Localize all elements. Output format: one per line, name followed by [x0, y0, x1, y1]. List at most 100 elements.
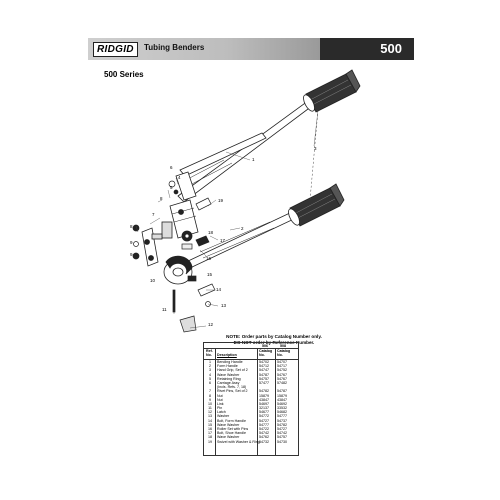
row-catalog-b: 54737 [277, 418, 287, 423]
row-ref: 3 [209, 368, 211, 373]
row-ref: 1 [209, 360, 211, 364]
header-bar: RIDGID Tubing Benders 500 [88, 38, 414, 60]
table-divider [215, 348, 216, 455]
order-note-line1: NOTE: Order parts by Catalog Number only… [226, 334, 322, 339]
row-catalog-b: 54682 [277, 410, 287, 415]
callout-14: 14 [216, 287, 222, 292]
row-description: Bolt, Form Handle [217, 418, 246, 423]
row-ref: 18 [208, 435, 212, 440]
row-ref: 8 [209, 393, 211, 398]
ridgid-logo: RIDGID [93, 42, 138, 57]
row-catalog-b: 54742 [277, 431, 287, 436]
row-description: Swivel with Washer & Ring [217, 439, 260, 444]
callout-7: 7 [152, 212, 155, 217]
row-catalog-b: 54767 [277, 372, 287, 377]
row-ref: 6 [209, 380, 211, 385]
row-catalog-a: 54732 [259, 439, 269, 444]
row-description: Bending Handle [217, 360, 243, 364]
row-catalog-b: 54692 [277, 401, 287, 406]
row-catalog-a: 54757 [259, 376, 269, 381]
row-description: Retaining Ring [217, 376, 241, 381]
row-ref: 17 [208, 431, 212, 436]
row-description: Link [217, 401, 224, 406]
row-ref: 16 [208, 427, 212, 431]
row-ref: 19 [208, 439, 212, 444]
table-row: 5 Retaining Ring 54757 54767 [204, 377, 298, 381]
callout-6: 6 [170, 165, 173, 170]
callout-19: 19 [218, 198, 224, 203]
series-title: 500 Series [104, 70, 144, 79]
row-catalog-a: 54782 [259, 389, 269, 394]
callout-8b: 8 [130, 224, 133, 229]
row-catalog-b: 54767 [277, 376, 287, 381]
col-header-catalog-b: Catalog No. [277, 349, 291, 357]
callout-16: 16 [206, 256, 212, 261]
row-catalog-a: 54777 [259, 422, 269, 427]
row-ref: 7 [209, 389, 211, 394]
row-catalog-a: 54712 [259, 364, 269, 369]
row-description: Wave Washer [217, 435, 240, 440]
row-catalog-b: 57482 [277, 380, 287, 385]
row-description: Washer [217, 414, 230, 419]
header-title-panel: RIDGID Tubing Benders [88, 38, 320, 60]
row-catalog-b: 54782 [277, 422, 287, 427]
row-catalog-a: 54697 [259, 401, 269, 406]
row-ref: 9 [209, 397, 211, 402]
callout-3: 3 [314, 146, 317, 151]
callout-13: 13 [221, 303, 227, 308]
parts-table-model-row: 506 508 [204, 343, 298, 349]
row-catalog-b: 54752 [277, 368, 287, 373]
parts-table: 506 508 Ref. No. Description Catalog No.… [203, 342, 299, 456]
form-shoe [163, 255, 193, 285]
row-catalog-b: 54717 [277, 364, 287, 369]
row-catalog-a: 15879 [259, 393, 269, 398]
row-catalog-a: 43847 [259, 397, 269, 402]
callout-12: 12 [208, 322, 214, 327]
row-catalog-a: 54727 [259, 418, 269, 423]
row-description: Form Handle [217, 364, 238, 369]
callout-17: 17 [220, 238, 226, 243]
row-description: Bolt, Shoe Handle [217, 431, 246, 436]
model-a-label: 506 [262, 343, 268, 348]
table-row: 9 Nut 43847 43847 [204, 398, 298, 402]
col-header-description: Description [217, 353, 237, 357]
row-ref: 5 [209, 376, 211, 381]
row-catalog-a: 54677 [259, 410, 269, 415]
carriage-assembly [161, 199, 199, 242]
row-catalog-b: 43847 [277, 397, 287, 402]
col-header-catalog-a: Catalog No. [259, 349, 273, 357]
table-divider [257, 348, 258, 455]
callout-5: 5 [170, 185, 173, 190]
row-ref: 13 [208, 414, 212, 419]
callout-9a: 9 [130, 240, 133, 245]
row-catalog-b: 54727 [277, 427, 287, 431]
row-description: Wave Washer [217, 372, 240, 377]
row-description: Nut [217, 397, 223, 402]
callout-10: 10 [150, 278, 156, 283]
upper-hand-grip [303, 69, 361, 113]
col-header-ref: Ref. No. [206, 349, 213, 357]
row-catalog-a: 54772 [259, 414, 269, 419]
callout-1: 1 [252, 157, 255, 162]
row-description: Pin [217, 406, 223, 411]
callout-18: 18 [208, 230, 214, 235]
table-row: (Incls. Refs. 7, 18) [204, 385, 298, 389]
row-catalog-a: 32137 [259, 406, 269, 411]
